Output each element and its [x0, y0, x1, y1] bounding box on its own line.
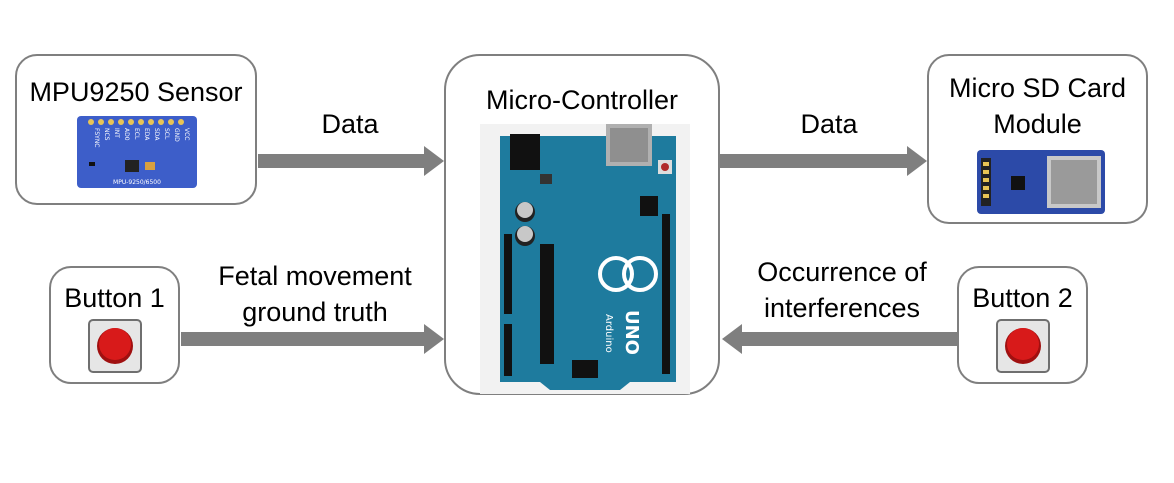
- node-micro-sd-card-module: Micro SD Card Module: [927, 54, 1148, 224]
- edge-label-sensor-data: Data: [321, 109, 379, 139]
- sensor-pin-label: EDA: [143, 128, 150, 141]
- node-title-sensor: MPU9250 Sensor: [29, 77, 243, 107]
- node-title-button2: Button 2: [972, 283, 1073, 313]
- arrow-button1-to-controller: [181, 324, 444, 354]
- edge-label-interferences-line2: interferences: [763, 293, 921, 323]
- node-button-2: Button 2: [957, 266, 1088, 384]
- arrow-controller-to-sdcard: [719, 146, 927, 176]
- edge-label-interferences-line1: Occurrence of: [757, 257, 927, 287]
- edge-label-fetal-movement-line1: Fetal movement: [218, 261, 412, 291]
- node-title-button1: Button 1: [64, 283, 165, 313]
- mpu9250-board-image: VCC GND SCL SDA EDA ECL AD0 INT NCS FSYN…: [77, 116, 197, 188]
- node-micro-controller: Micro-Controller Arduino UNO: [444, 54, 720, 395]
- arduino-brand-text: Arduino: [603, 314, 614, 353]
- red-pushbutton-image: [88, 319, 142, 373]
- sensor-pin-label: ECL: [133, 128, 140, 140]
- sensor-pin-label: SDA: [153, 128, 160, 141]
- edge-label-fetal-movement-line2: ground truth: [242, 297, 388, 327]
- arduino-uno-board-image: Arduino UNO: [480, 124, 690, 394]
- sensor-pin-label: NCS: [103, 128, 110, 141]
- sensor-pin-label: GND: [173, 128, 180, 142]
- sensor-pin-label: SCL: [163, 128, 170, 140]
- node-title-controller: Micro-Controller: [485, 85, 679, 115]
- edge-label-sdcard-data: Data: [800, 109, 858, 139]
- sensor-board-label: MPU-9250/6500: [113, 179, 161, 186]
- sdcard-module-image: [977, 150, 1105, 214]
- red-pushbutton-image: [996, 319, 1050, 373]
- sensor-pin-label: FSYNC: [93, 128, 100, 148]
- sensor-pin-label: INT: [113, 128, 120, 138]
- node-button-1: Button 1: [49, 266, 180, 384]
- arrow-button2-to-controller: [722, 324, 957, 354]
- arduino-model-text: UNO: [621, 310, 642, 355]
- node-mpu9250-sensor: MPU9250 Sensor VCC GND SCL SDA EDA ECL A…: [15, 54, 257, 205]
- arrow-sensor-to-controller: [258, 146, 444, 176]
- node-title-sdcard-line2: Module: [993, 109, 1082, 139]
- sensor-pin-label: AD0: [123, 128, 130, 141]
- sensor-pin-label: VCC: [183, 128, 190, 140]
- node-title-sdcard-line1: Micro SD Card: [948, 73, 1127, 103]
